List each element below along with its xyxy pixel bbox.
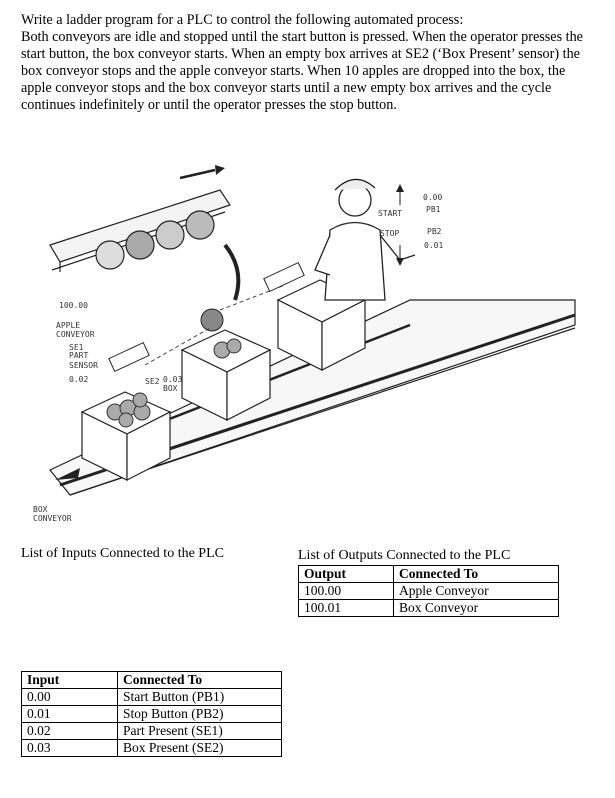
output-device: Box Conveyor — [393, 599, 559, 617]
input-device: Start Button (PB1) — [117, 688, 282, 706]
table-row: 100.01 Box Conveyor — [298, 599, 559, 617]
se1-part-label: PART — [69, 351, 88, 360]
output-device: Apple Conveyor — [393, 582, 559, 600]
inputs-header-input: Input — [21, 671, 118, 689]
se1-label: SE1 — [69, 343, 84, 352]
inputs-header-connected: Connected To — [117, 671, 282, 689]
inputs-caption: List of Inputs Connected to the PLC — [21, 546, 224, 561]
outputs-header-row: Output Connected To — [298, 565, 559, 583]
problem-intro: Write a ladder program for a PLC to cont… — [21, 12, 464, 28]
se2-label: SE2 — [145, 377, 160, 386]
apple-conveyor-address: 100.00 — [59, 301, 88, 310]
apple-conveyor-label-2: CONVEYOR — [56, 330, 95, 339]
input-device: Part Present (SE1) — [117, 722, 282, 740]
inputs-table: Input Connected To 0.00 Start Button (PB… — [21, 671, 282, 757]
problem-statement: Write a ladder program for a PLC to cont… — [21, 12, 593, 114]
input-device: Box Present (SE2) — [117, 739, 282, 757]
input-device: Stop Button (PB2) — [117, 705, 282, 723]
stop-address-label: 0.01 — [424, 241, 443, 250]
outputs-header-connected: Connected To — [393, 565, 559, 583]
apple-conveyor-label-1: APPLE — [56, 321, 80, 330]
process-illustration: 0.00 PB1 START STOP PB2 0.01 100.00 APPL… — [33, 165, 576, 523]
table-row: 0.00 Start Button (PB1) — [21, 688, 282, 706]
table-row: 100.00 Apple Conveyor — [298, 582, 559, 600]
se2-address-label: 0.03 — [163, 375, 182, 384]
table-row: 0.03 Box Present (SE2) — [21, 739, 282, 757]
input-address: 0.01 — [21, 705, 118, 723]
se1-address-label: 0.02 — [69, 375, 88, 384]
start-pb-label: PB1 — [426, 205, 441, 214]
table-row: 0.01 Stop Button (PB2) — [21, 705, 282, 723]
stop-pb-label: PB2 — [427, 227, 442, 236]
output-address: 100.00 — [298, 582, 394, 600]
start-address-label: 0.00 — [423, 193, 442, 202]
output-address: 100.01 — [298, 599, 394, 617]
apple-conveyor-drawing — [49, 189, 231, 272]
se1-sensor-label: SENSOR — [69, 361, 98, 370]
box-conveyor-label-1: BOX — [33, 505, 48, 514]
problem-description: Both conveyors are idle and stopped unti… — [21, 29, 583, 113]
se2-box-label: BOX — [163, 384, 178, 393]
input-address: 0.03 — [21, 739, 118, 757]
table-row: 0.02 Part Present (SE1) — [21, 722, 282, 740]
box-conveyor-label-2: CONVEYOR — [33, 514, 72, 523]
inputs-header-row: Input Connected To — [21, 671, 282, 689]
outputs-header-output: Output — [298, 565, 394, 583]
input-address: 0.02 — [21, 722, 118, 740]
input-address: 0.00 — [21, 688, 118, 706]
outputs-table: Output Connected To 100.00 Apple Conveyo… — [298, 565, 559, 617]
stop-text-label: STOP — [380, 229, 399, 238]
start-text-label: START — [378, 209, 402, 218]
outputs-caption: List of Outputs Connected to the PLC — [298, 548, 511, 563]
operator-figure — [314, 178, 416, 301]
